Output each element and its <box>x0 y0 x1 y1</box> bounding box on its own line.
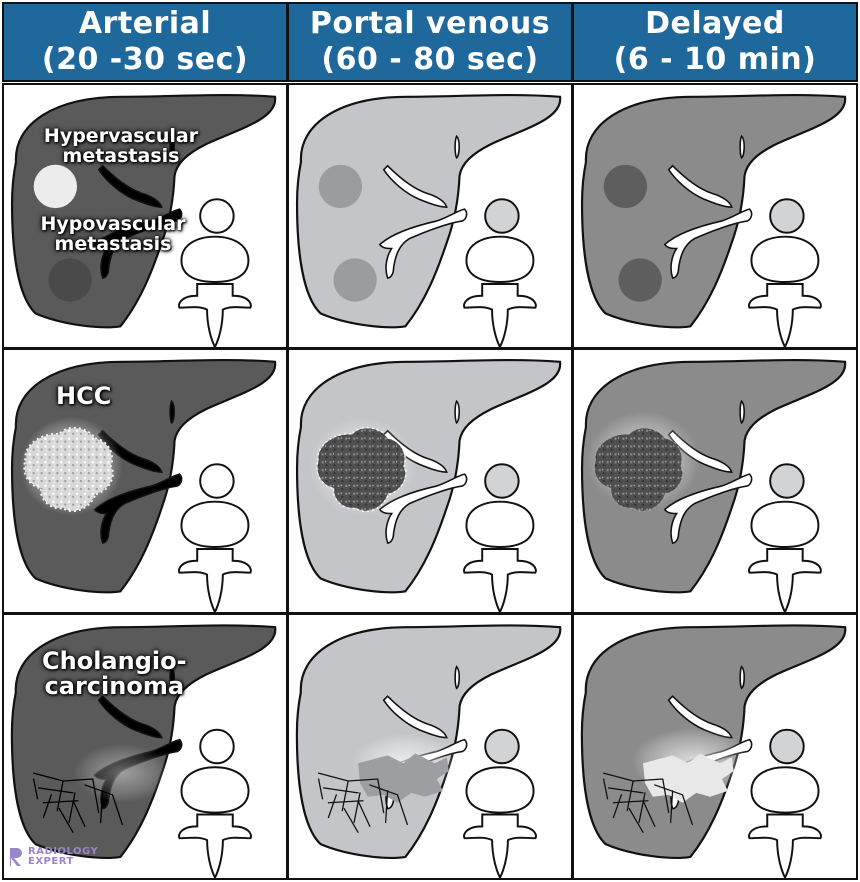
cholangio-faint-rim <box>73 743 172 803</box>
liver-hcc-delayed-diagram <box>580 358 847 612</box>
liver-cholangio-delayed-diagram <box>580 624 847 878</box>
label-hypervascular: Hypervascular metastasis <box>26 125 216 167</box>
label-cholangiocarcinoma: Cholangio- carcinoma <box>42 647 187 701</box>
liver-cholangio-arterial-diagram <box>10 624 277 878</box>
liver-hcc-portal-diagram <box>295 358 562 612</box>
logo-line1: RADIOLOGY <box>28 846 99 857</box>
metastasis-lesion-upper <box>603 164 648 209</box>
radiology-expert-logo: RADIOLOGY EXPERT <box>8 846 98 868</box>
logo-line2: EXPERT <box>28 856 74 867</box>
label-hypervascular-line2: metastasis <box>62 144 180 167</box>
header-delayed-title: Delayed <box>645 6 785 41</box>
label-hypovascular-line1: Hypovascular <box>40 213 186 235</box>
cell-metastasis-portal-venous <box>287 83 573 349</box>
cell-cholangiocarcinoma-arterial: Cholangio- carcinoma <box>2 613 288 880</box>
header-delayed: Delayed (6 - 10 min) <box>572 2 858 82</box>
label-hypovascular: Hypovascular metastasis <box>18 213 208 255</box>
logo-text: RADIOLOGY EXPERT <box>28 847 98 867</box>
cell-hcc-delayed <box>572 348 858 614</box>
header-portal-venous-timing: (60 - 80 sec) <box>321 42 539 77</box>
liver-metastasis-portal-diagram <box>295 93 562 347</box>
header-arterial-timing: (20 -30 sec) <box>41 42 249 77</box>
cell-cholangiocarcinoma-delayed <box>572 613 858 880</box>
hypovascular-lesion <box>48 258 92 302</box>
metastasis-lesion-lower <box>333 258 377 302</box>
label-cholangio-line2: carcinoma <box>44 672 185 701</box>
header-portal-venous: Portal venous (60 - 80 sec) <box>287 2 573 82</box>
liver-hcc-arterial-diagram <box>10 358 277 612</box>
cell-hcc-arterial: HCC <box>2 348 288 614</box>
cell-metastasis-arterial: Hypervascular metastasis Hypovascular me… <box>2 83 288 349</box>
metastasis-lesion-upper <box>318 164 363 209</box>
liver-cholangio-portal-diagram <box>295 624 562 878</box>
cell-hcc-portal-venous <box>287 348 573 614</box>
liver-metastasis-delayed-diagram <box>580 93 847 347</box>
label-hcc: HCC <box>56 382 112 410</box>
label-cholangio-line1: Cholangio- <box>42 647 187 675</box>
header-arterial-title: Arterial <box>78 6 212 41</box>
metastasis-lesion-lower <box>618 258 662 302</box>
radiology-expert-r-icon <box>10 848 22 866</box>
liver-metastasis-arterial-diagram <box>10 93 277 347</box>
header-delayed-timing: (6 - 10 min) <box>613 42 817 77</box>
header-arterial: Arterial (20 -30 sec) <box>2 2 288 82</box>
hypervascular-lesion <box>33 164 78 209</box>
header-portal-venous-title: Portal venous <box>309 6 551 41</box>
label-hypervascular-line1: Hypervascular <box>43 125 199 147</box>
label-hypovascular-line2: metastasis <box>54 232 172 255</box>
cell-cholangiocarcinoma-portal-venous <box>287 613 573 880</box>
cell-metastasis-delayed <box>572 83 858 349</box>
